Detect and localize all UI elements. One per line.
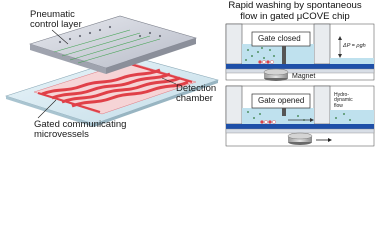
gate-closed-label: Gate closed [258, 34, 301, 43]
glass-slide-edge [6, 96, 94, 127]
hydro-flow-label: Hydro- dynamic flow [334, 92, 353, 109]
vessels-label: Gated communicating microvessels [34, 119, 127, 141]
hydro-line3: flow [334, 102, 343, 109]
right-panel-title: Rapid washing by spontaneous flow in gat… [212, 0, 378, 23]
pneumatic-layer [28, 15, 198, 74]
chip-illustration [5, 15, 220, 127]
title-line2: flow in gated μCOVE chip [212, 10, 378, 23]
microvessel-network [33, 61, 197, 115]
pressure-equation: ΔP = ρgh [343, 43, 366, 49]
hydro-line2: dynamic [334, 97, 353, 104]
title-mu: μ [296, 10, 303, 22]
gate-closed-diagram [225, 23, 375, 81]
glass-slide-edge-right [94, 80, 218, 127]
vessels-label-line2: microvessels [34, 129, 89, 141]
pneumatic-label-line1: Pneumatic [30, 9, 75, 20]
vessels-label-line1: Gated communicating [34, 119, 127, 130]
gate-opened-diagram [225, 85, 375, 147]
vessels-leader [37, 99, 57, 119]
detection-label: Detection chamber [176, 83, 217, 105]
detection-label-line1: Detection [176, 83, 217, 94]
title-line1: Rapid washing by spontaneous [228, 0, 362, 11]
hydro-line1: Hydro- [334, 92, 350, 98]
title-line2-suffix: COVE chip [302, 10, 350, 22]
magnet-label: Magnet [292, 73, 316, 80]
pneumatic-label-line2: control layer [30, 19, 82, 31]
gate-opened-label: Gate opened [258, 96, 305, 105]
detection-leader [161, 77, 177, 85]
detection-label-line2: chamber [176, 93, 213, 105]
title-line2-prefix: flow in gated [240, 10, 297, 22]
pneumatic-leader [51, 29, 69, 45]
pneumatic-label: Pneumatic control layer [30, 9, 82, 31]
figure-canvas [5, 15, 375, 147]
